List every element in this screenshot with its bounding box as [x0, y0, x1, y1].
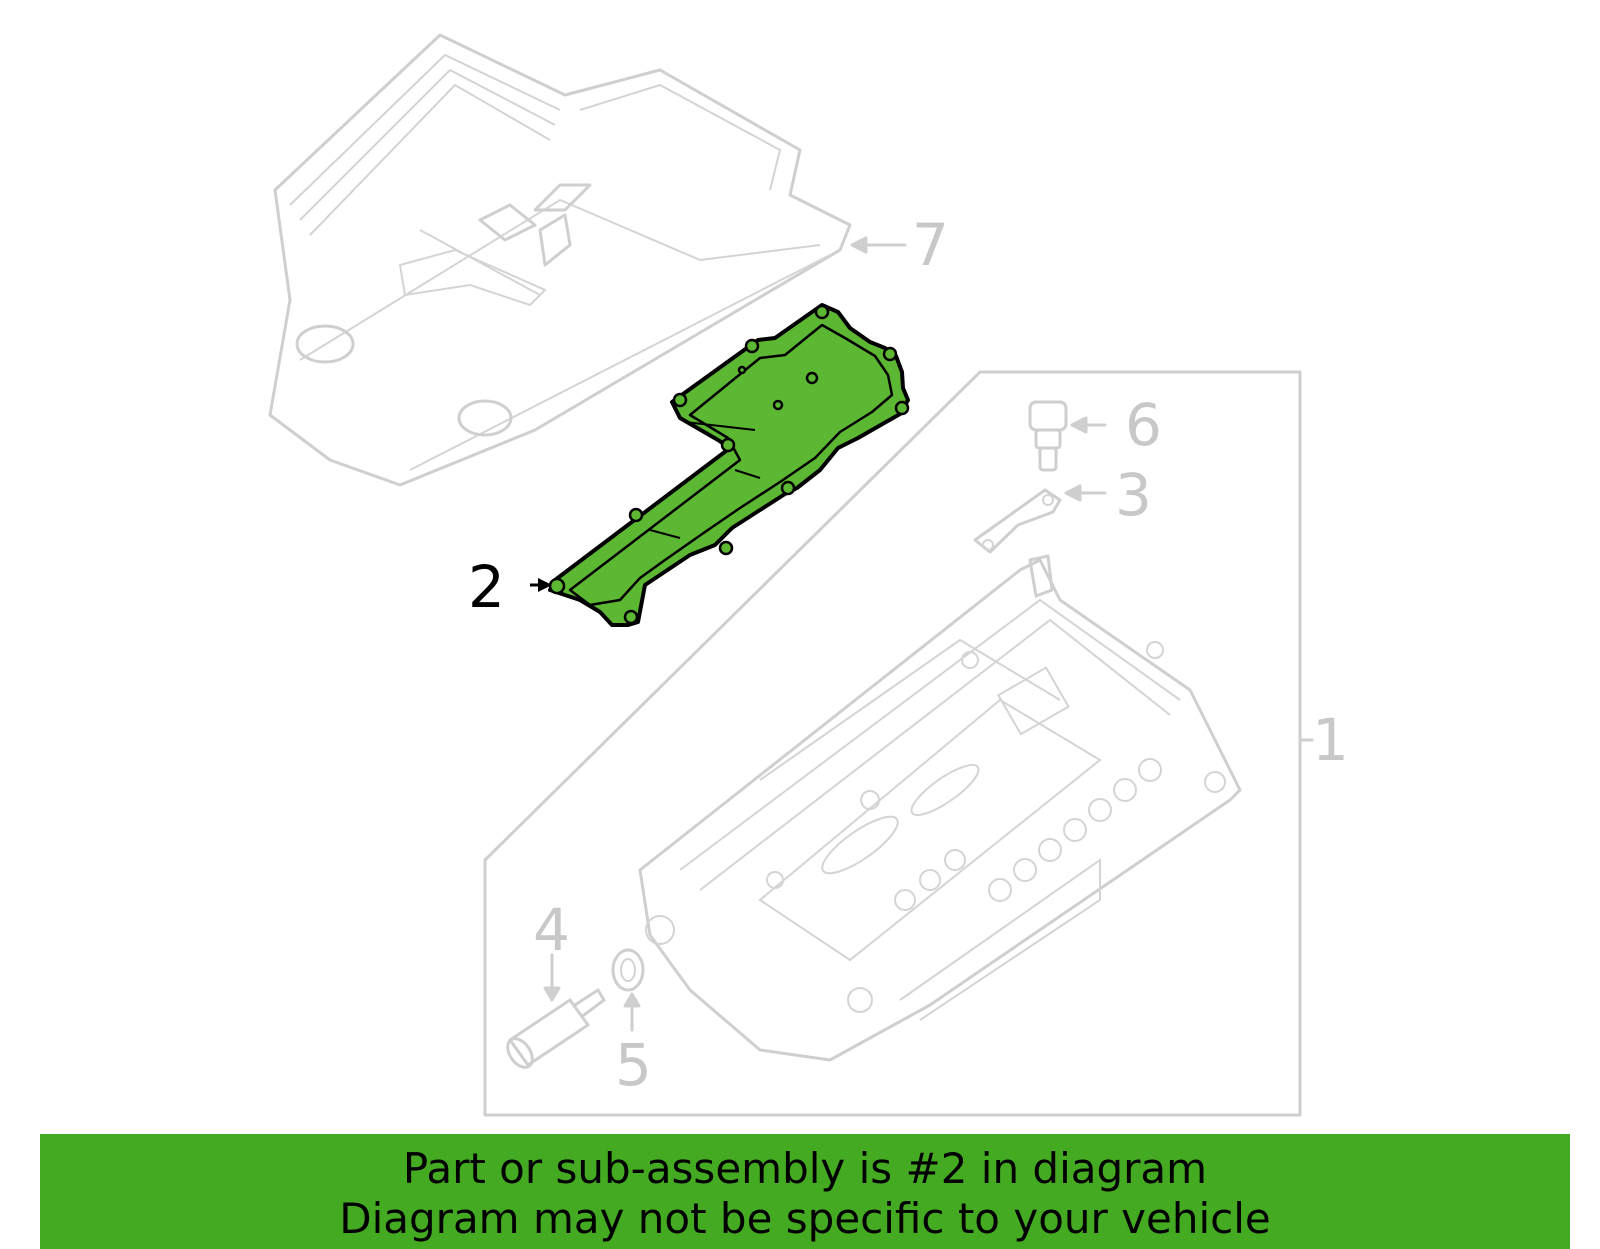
callout-label-5[interactable]: 5	[615, 1031, 652, 1099]
callout-label-6[interactable]: 6	[1125, 391, 1162, 459]
part-2-gasket-highlighted[interactable]	[530, 303, 910, 627]
part-1-assembly-frame	[483, 370, 1314, 1117]
part-4-sensor[interactable]	[503, 953, 606, 1072]
part-7-cover[interactable]	[268, 33, 852, 487]
part-3-connector[interactable]	[973, 484, 1107, 554]
callout-label-7[interactable]: 7	[912, 211, 949, 279]
banner-line-2: Diagram may not be specific to your vehi…	[339, 1194, 1271, 1243]
part-7-leader	[850, 236, 907, 254]
callout-label-3[interactable]: 3	[1115, 461, 1152, 529]
part-5-washer[interactable]	[611, 948, 645, 1032]
info-banner: Part or sub-assembly is #2 in diagram Di…	[40, 1134, 1570, 1249]
callout-label-1[interactable]: 1	[1312, 706, 1349, 774]
three-diamond-logo-icon	[478, 183, 592, 267]
part-1-inverter[interactable]	[638, 554, 1242, 1062]
callout-label-2[interactable]: 2	[468, 553, 505, 621]
part-6-bolt[interactable]	[1028, 400, 1107, 472]
banner-line-1: Part or sub-assembly is #2 in diagram	[402, 1144, 1208, 1193]
callout-label-4[interactable]: 4	[533, 896, 570, 964]
